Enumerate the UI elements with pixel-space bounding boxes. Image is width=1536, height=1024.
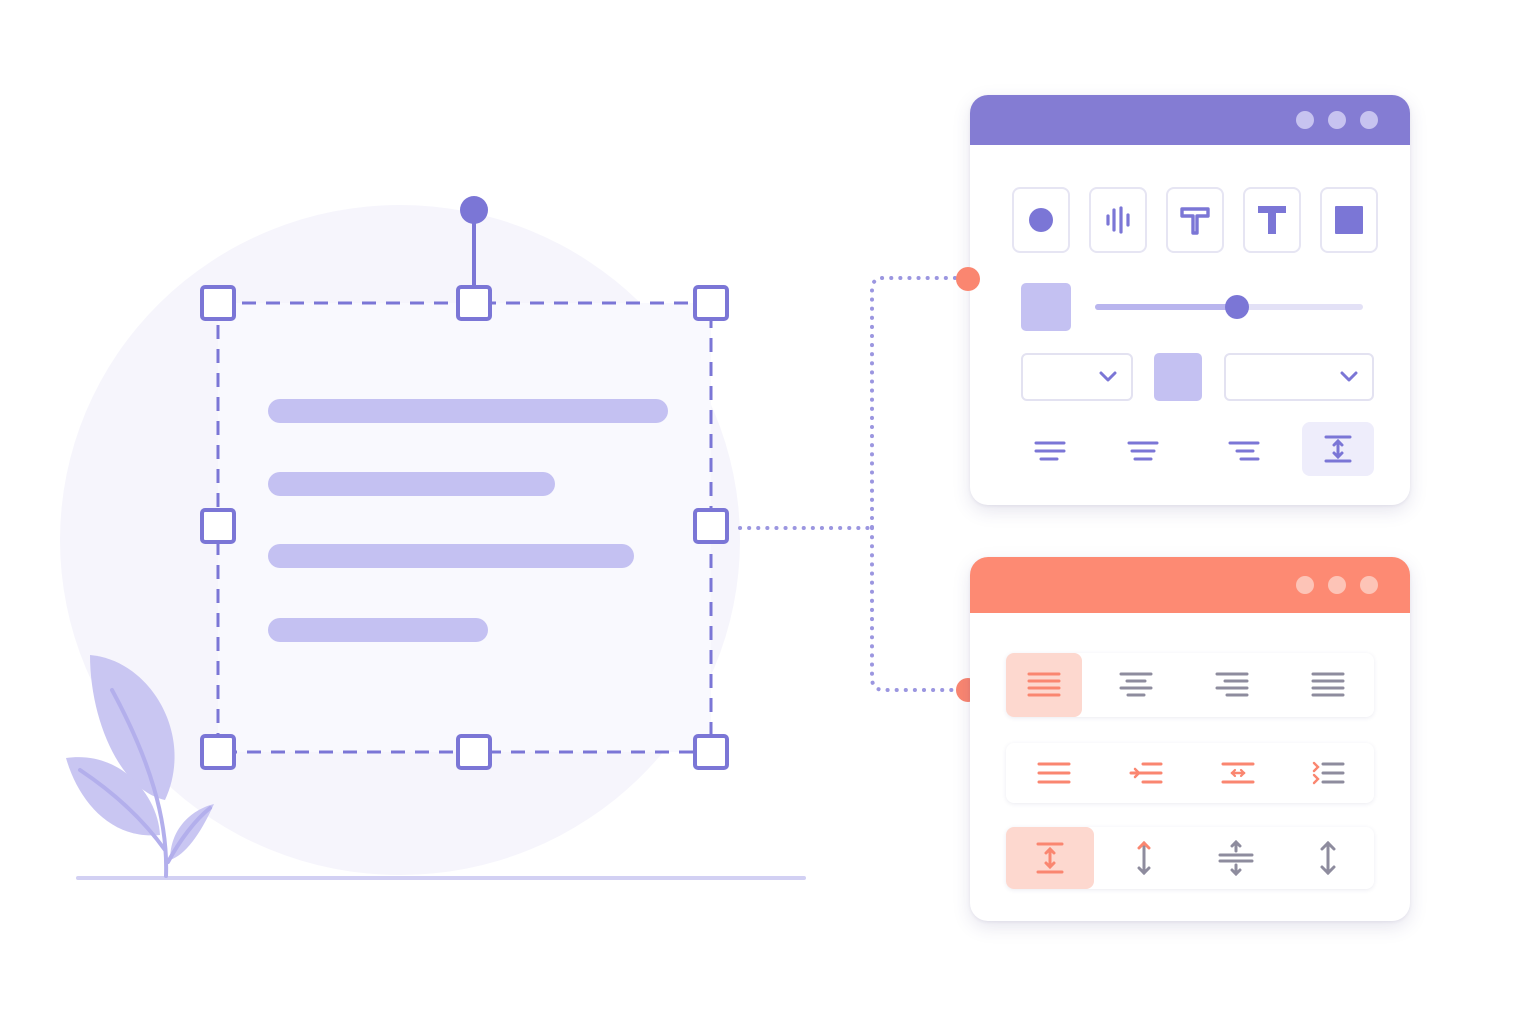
format-panel: [970, 95, 1410, 505]
paragraph-spacing-icon: [1218, 840, 1254, 876]
align-center-lines-icon: [1127, 441, 1159, 461]
paragraph-spacing-button[interactable]: [1198, 827, 1274, 889]
line-height-icon: [1036, 842, 1064, 874]
window-dot[interactable]: [1296, 111, 1314, 129]
align-left-lines-button[interactable]: [1020, 425, 1080, 477]
resize-handle-right[interactable]: [693, 508, 729, 544]
outdent-button[interactable]: [1288, 743, 1368, 803]
align-right-button[interactable]: [1194, 653, 1270, 717]
indent-button[interactable]: [1106, 743, 1186, 803]
opacity-slider-fill: [1095, 304, 1237, 310]
text-line: [268, 399, 668, 423]
font-family-dropdown[interactable]: [1021, 353, 1133, 401]
resize-handle-bottom-right[interactable]: [693, 734, 729, 770]
resize-handle-top[interactable]: [456, 285, 492, 321]
align-left-button[interactable]: [1006, 653, 1082, 717]
fill-color-swatch[interactable]: [1021, 283, 1071, 331]
alignment-panel: [970, 557, 1410, 921]
text-style-tool-button[interactable]: [1166, 187, 1224, 253]
window-controls: [1296, 576, 1378, 594]
align-left-icon: [1027, 672, 1061, 697]
outdent-icon: [1312, 761, 1345, 785]
text-t-icon: [1258, 206, 1286, 234]
align-right-lines-icon: [1228, 441, 1260, 461]
align-right-lines-button[interactable]: [1214, 425, 1274, 477]
align-center-icon: [1119, 672, 1153, 697]
font-size-dropdown[interactable]: [1224, 353, 1374, 401]
window-dot[interactable]: [1360, 111, 1378, 129]
resize-handle-left[interactable]: [200, 508, 236, 544]
justify-button[interactable]: [1290, 653, 1366, 717]
opacity-slider[interactable]: [1095, 295, 1363, 319]
window-dot[interactable]: [1360, 576, 1378, 594]
window-dot[interactable]: [1328, 576, 1346, 594]
audio-tool-button[interactable]: [1089, 187, 1147, 253]
text-line: [268, 472, 555, 496]
align-left-lines-icon: [1034, 441, 1066, 461]
chevron-down-icon: [1340, 371, 1358, 382]
text-alignment-row: [1006, 653, 1374, 717]
circle-icon: [1029, 208, 1053, 232]
text-line: [268, 544, 634, 568]
list-icon: [1037, 762, 1071, 784]
vertical-arrows-button[interactable]: [1106, 827, 1182, 889]
rotate-handle[interactable]: [460, 196, 488, 224]
justify-icon: [1311, 672, 1345, 697]
indent-row: [1006, 743, 1374, 803]
window-controls: [1296, 111, 1378, 129]
resize-handle-top-right[interactable]: [693, 285, 729, 321]
line-height-button[interactable]: [1302, 422, 1374, 476]
resize-handle-bottom[interactable]: [456, 734, 492, 770]
text-color-swatch[interactable]: [1154, 353, 1202, 401]
plant-leaf-right: [170, 804, 214, 860]
text-lines: [268, 399, 668, 642]
square-tool-button[interactable]: [1320, 187, 1378, 253]
format-panel-titlebar: [970, 95, 1410, 145]
vertical-resize-icon: [1320, 840, 1336, 876]
indent-icon: [1129, 762, 1163, 784]
square-icon: [1335, 206, 1363, 234]
vertical-resize-button[interactable]: [1290, 827, 1366, 889]
opacity-slider-thumb[interactable]: [1225, 295, 1249, 319]
connector-to-format-panel: [870, 276, 957, 530]
window-dot[interactable]: [1328, 111, 1346, 129]
line-height-icon: [1324, 435, 1352, 463]
resize-handle-top-left[interactable]: [200, 285, 236, 321]
text-tool-button[interactable]: [1243, 187, 1301, 253]
line-height-button[interactable]: [1006, 827, 1094, 889]
list-button[interactable]: [1014, 743, 1094, 803]
circle-tool-button[interactable]: [1012, 187, 1070, 253]
spacing-row: [1006, 827, 1374, 889]
text-frame-fill: [218, 303, 711, 752]
text-style-icon: [1180, 207, 1210, 235]
center-indent-icon: [1221, 762, 1255, 784]
align-center-button[interactable]: [1098, 653, 1174, 717]
center-indent-button[interactable]: [1198, 743, 1278, 803]
resize-handle-bottom-left[interactable]: [200, 734, 236, 770]
text-line: [268, 618, 488, 642]
align-center-lines-button[interactable]: [1113, 425, 1173, 477]
plant-stem: [78, 688, 212, 878]
chevron-down-icon: [1099, 371, 1117, 382]
vertical-arrows-icon: [1137, 840, 1151, 876]
dotted-connectors: [738, 276, 957, 692]
window-dot[interactable]: [1296, 576, 1314, 594]
connector-to-align-panel: [870, 526, 957, 692]
align-right-icon: [1215, 672, 1249, 697]
alignment-panel-titlebar: [970, 557, 1410, 613]
plant-illustration: [66, 655, 214, 878]
audio-wave-icon: [1106, 206, 1130, 234]
